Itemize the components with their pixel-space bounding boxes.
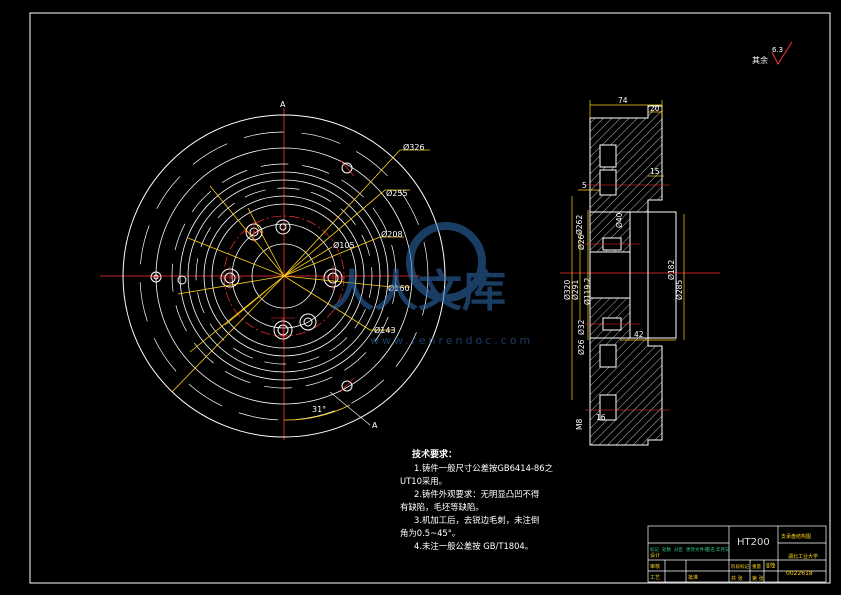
- material-value: HT200: [737, 537, 770, 548]
- dim-m8: M8: [575, 419, 584, 430]
- dim-42: 42: [634, 330, 644, 339]
- drawing-number: 0022618: [786, 570, 813, 577]
- roughness-symbol: 其余 6.3: [752, 41, 793, 66]
- dim-255: Ø255: [386, 188, 408, 198]
- dim-262: Ø262: [575, 215, 584, 235]
- watermark: 人人文库 www.renrendoc.com: [330, 222, 533, 347]
- dim-291: Ø291: [571, 280, 580, 300]
- section-view: 74 20 15 42 5 Ø320 Ø291 Ø119.2 Ø285 Ø262…: [560, 96, 720, 446]
- section-mark-bottom: A: [372, 421, 378, 430]
- scale-label: 比例: [766, 561, 774, 567]
- dim-208: Ø208: [381, 229, 403, 239]
- row-label-zone: 分区: [674, 546, 683, 553]
- row-label-mark: 标记: [650, 546, 659, 553]
- dim-74: 74: [618, 96, 628, 105]
- scale-value: 1:2: [766, 563, 776, 570]
- part-name: 支承盘结构图: [781, 533, 811, 540]
- approve-label: 批准: [688, 574, 698, 581]
- dim-326: Ø326: [403, 142, 425, 152]
- title-block: [647, 525, 827, 583]
- drawing-frame: [29, 12, 831, 584]
- dim-angle: 31°: [312, 405, 326, 414]
- weight-label: 重量: [752, 563, 761, 570]
- watermark-text: 人人文库: [330, 266, 506, 317]
- row-label-count: 处数: [662, 546, 671, 553]
- dim-143: Ø143: [374, 325, 396, 335]
- dim-320: Ø320: [563, 280, 572, 300]
- row-label-date: 年月日: [716, 546, 730, 553]
- front-view: A A Ø326 Ø255 Ø208 Ø105 Ø160 Ø143 31°: [100, 100, 446, 440]
- tech-req-line: UT10采用。: [400, 476, 448, 486]
- review-label: 审核: [650, 563, 660, 570]
- bolt-holes: [150, 162, 353, 392]
- sheet-total: 共 张: [731, 575, 743, 582]
- dim-182: Ø182: [667, 260, 676, 280]
- tech-req-title: 技术要求：: [412, 450, 458, 460]
- roughness-tick-icon: [771, 41, 793, 66]
- dim-5: 5: [582, 181, 587, 190]
- dim-160: Ø160: [388, 283, 410, 293]
- technical-requirements: 技术要求： 1.铸件一般尺寸公差按GB6414-86之 UT10采用。 2.铸件…: [400, 449, 560, 553]
- dim-105: Ø105: [333, 240, 355, 250]
- dim-26a: Ø26: [577, 234, 586, 250]
- tech-req-line: 3.机加工后，去锐边毛刺，未注倒: [414, 515, 540, 525]
- dim-20: 20: [650, 104, 660, 113]
- dim-119: Ø119.2: [583, 277, 592, 305]
- stage-label: 阶段标记: [731, 563, 749, 570]
- roughness-value: 6.3: [772, 46, 783, 54]
- sheet-number: 第 张: [752, 575, 764, 582]
- row-label-sign: 签名: [706, 546, 715, 553]
- process-label: 工艺: [650, 575, 660, 581]
- tech-req-line: 1.铸件一般尺寸公差按GB6414-86之: [414, 463, 553, 473]
- section-mark-top: A: [280, 100, 286, 109]
- dim-16: 16: [596, 413, 606, 422]
- watermark-url: www.renrendoc.com: [370, 334, 533, 347]
- dim-32: Ø32: [577, 319, 586, 335]
- tech-req-line: 4.未注一般公差按 GB/T1804。: [414, 541, 534, 551]
- dim-26b: Ø26: [577, 339, 586, 355]
- dim-40: Ø40: [615, 212, 624, 228]
- dim-15: 15: [650, 167, 660, 176]
- dim-285: Ø285: [675, 280, 684, 300]
- roughness-label: 其余: [752, 55, 768, 65]
- row-label-change: 更改文件号: [686, 546, 709, 553]
- tech-req-line: 有缺陷，毛坯等缺陷。: [400, 502, 484, 512]
- company-name: 湖北工业大学: [788, 553, 818, 560]
- tech-req-line: 角为0.5~45°。: [400, 528, 461, 538]
- tech-req-line: 2.铸件外观要求：无明显凸凹不得: [414, 489, 540, 499]
- design-label: 设计: [650, 552, 660, 559]
